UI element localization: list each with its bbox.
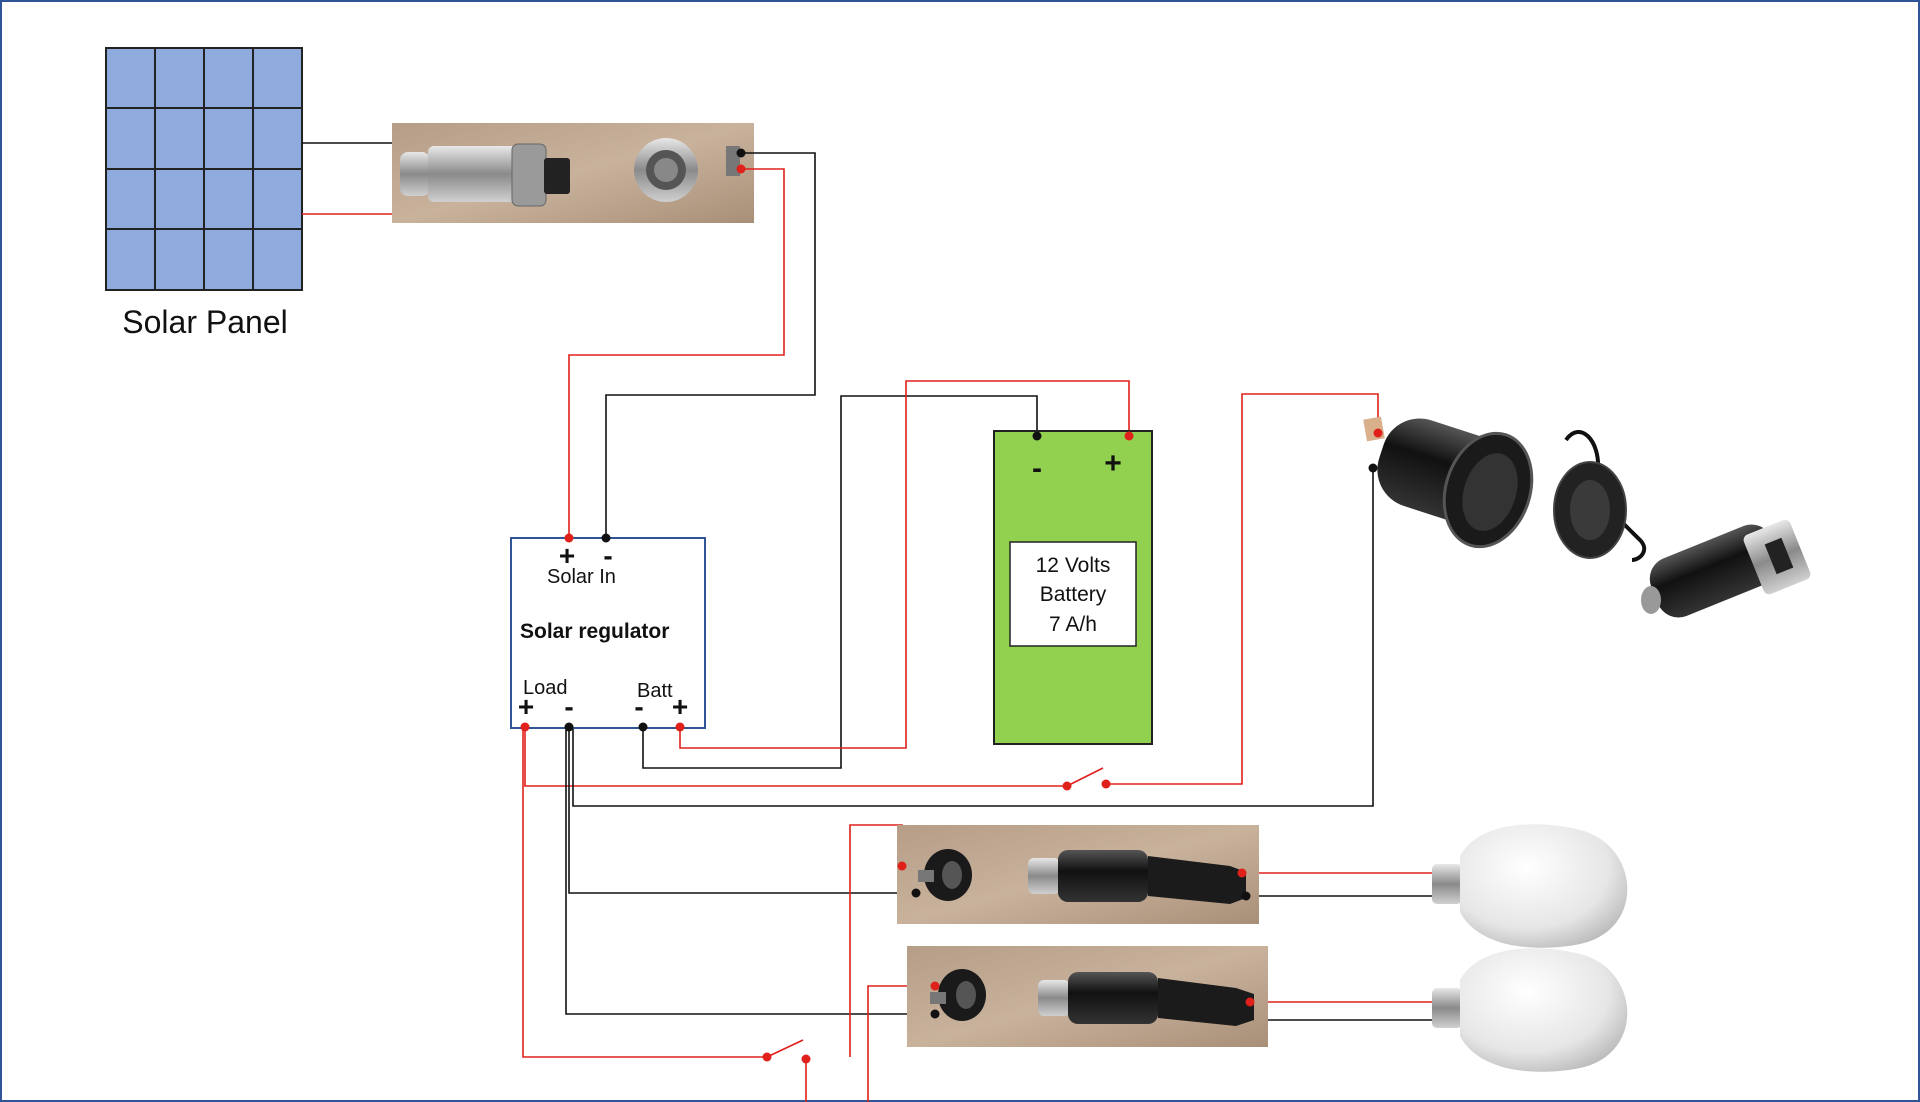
regulator-load-plus: + — [518, 691, 534, 722]
regulator-title: Solar regulator — [520, 620, 669, 643]
terminal-dots — [520, 148, 1383, 1064]
switch-lamps — [766, 1039, 804, 1058]
wire-load-negative-lamp1 — [568, 727, 917, 894]
light-bulb-2 — [1432, 948, 1628, 1072]
wire-battery-negative — [642, 395, 1038, 769]
regulator-load-label: Load — [523, 677, 568, 699]
solar-panel — [105, 47, 303, 291]
switch-socket — [1066, 767, 1104, 787]
wire-load-negative-lamp2 — [565, 727, 935, 1015]
wire-solar-in-positive — [568, 168, 785, 538]
wire-battery-positive — [679, 380, 1130, 749]
wire-solar-in-negative — [605, 152, 816, 538]
regulator-batt-minus: - — [634, 691, 643, 722]
lighter-socket-photo — [1363, 416, 1647, 562]
solar-panel-label: Solar Panel — [122, 304, 287, 340]
battery-line3: 7 A/h — [1049, 613, 1097, 636]
solar-regulator — [510, 537, 706, 729]
regulator-solar-in-minus: - — [603, 540, 612, 571]
regulator-batt-plus: + — [672, 691, 688, 722]
wire-load-positive-lamps — [522, 727, 767, 1058]
wire-load-positive-socket-2 — [1106, 393, 1379, 785]
dc-connector-photo-1 — [897, 825, 1259, 924]
usb-car-adapter-photo — [1641, 519, 1811, 618]
battery-minus: - — [1032, 452, 1042, 485]
light-bulb-1 — [1432, 824, 1628, 948]
regulator-load-minus: - — [564, 691, 573, 722]
dc-connector-photo-2 — [907, 946, 1268, 1047]
regulator-solar-in-plus: + — [559, 540, 575, 571]
battery — [993, 430, 1153, 745]
aviation-connector-photo — [392, 123, 754, 223]
battery-line2: Battery — [1040, 583, 1107, 606]
battery-line1: 12 Volts — [1036, 554, 1111, 577]
wire-load-negative-socket — [572, 468, 1374, 807]
battery-plus: + — [1104, 447, 1122, 480]
regulator-solar-in-label: Solar In — [547, 566, 616, 588]
wire-load-positive-socket — [524, 727, 1067, 787]
regulator-batt-label: Batt — [637, 680, 673, 702]
